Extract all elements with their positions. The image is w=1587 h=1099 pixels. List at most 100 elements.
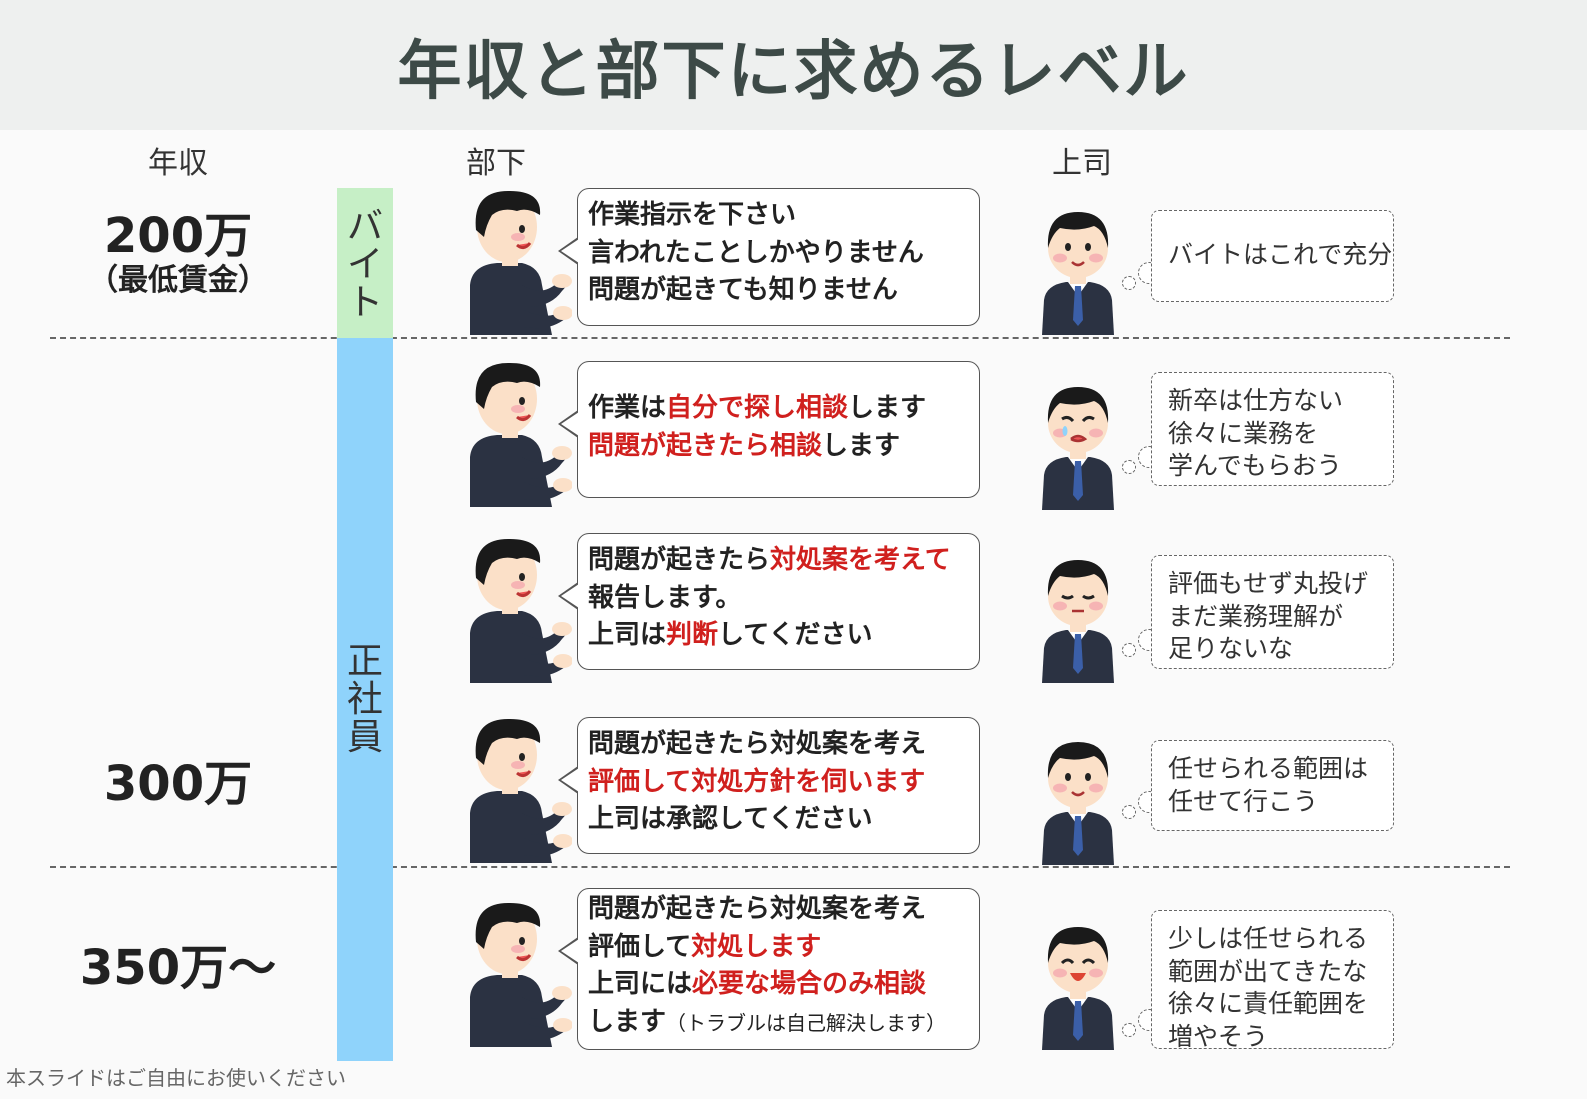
subordinate-speech-bubble: 問題が起きたら対処案を考えて報告します。上司は判断してください bbox=[558, 533, 980, 670]
band-part-time: バイト bbox=[337, 188, 393, 338]
speech-text: 問題が起きたら対処案を考え bbox=[588, 894, 927, 924]
band-full-time: 正社員 bbox=[337, 338, 393, 1061]
speech-text: します bbox=[822, 430, 901, 461]
band-char: 正 bbox=[346, 641, 383, 682]
footer-note: 本スライドはご自由にお使いください bbox=[6, 1066, 346, 1090]
subordinate-speech-bubble: 問題が起きたら対処案を考え評価して対処します上司には必要な場合のみ相談します（ト… bbox=[558, 888, 980, 1050]
speech-text: します bbox=[588, 1007, 667, 1038]
speech-text: します bbox=[848, 393, 927, 423]
boss-illustration bbox=[1038, 730, 1118, 865]
page-title: 年収と部下に求めるレベル bbox=[397, 35, 1190, 109]
speech-text: 作業指示を下さい bbox=[588, 200, 797, 230]
speech-text: 問題が起きても知りません bbox=[588, 275, 898, 306]
boss-illustration bbox=[1038, 200, 1118, 335]
speech-text: 言われたことしかやりません bbox=[588, 237, 924, 268]
title-band bbox=[0, 0, 1587, 130]
speech-line: 評価して対処します bbox=[588, 929, 969, 967]
speech-line: 報告します。 bbox=[588, 580, 969, 618]
highlight-text: 問題が起きたら相談 bbox=[588, 430, 823, 461]
speech-text: （トラブルは自己解決します） bbox=[666, 1011, 947, 1036]
subordinate-illustration bbox=[462, 185, 573, 335]
subordinate-illustration bbox=[462, 897, 573, 1047]
speech-text: 評価して bbox=[588, 931, 692, 962]
thought-line: バイトはこれで充分 bbox=[1168, 240, 1393, 269]
boss-thought-bubble: 評価もせず丸投げまだ業務理解が足りないな bbox=[1151, 555, 1394, 669]
highlight-text: 自分で探し相談 bbox=[666, 393, 849, 423]
subordinate-speech-bubble: 作業は自分で探し相談します問題が起きたら相談します bbox=[558, 361, 980, 498]
speech-text: 上司は承認してください bbox=[588, 804, 873, 835]
speech-text: 上司は bbox=[588, 620, 667, 651]
thought-line: 任せられる範囲は bbox=[1168, 754, 1369, 783]
speech-line: 言われたことしかやりません bbox=[588, 235, 969, 273]
row-separator bbox=[50, 337, 1510, 339]
salary-amount: 300万 bbox=[103, 756, 253, 812]
thought-cloud-dot bbox=[1122, 805, 1136, 819]
boss-illustration bbox=[1038, 915, 1118, 1050]
band-char: ト bbox=[346, 281, 383, 323]
highlight-text: 必要な場合のみ相談 bbox=[692, 969, 927, 1000]
thought-line: 増やそう bbox=[1168, 1021, 1269, 1051]
speech-line: 問題が起きたら対処案を考えて bbox=[588, 542, 969, 580]
boss-thought-bubble: 少しは任せられる範囲が出てきたな徐々に責任範囲を増やそう bbox=[1151, 910, 1394, 1051]
thought-line: 新卒は仕方ない bbox=[1168, 386, 1344, 415]
speech-text: 作業は bbox=[588, 393, 667, 423]
header-salary: 年収 bbox=[148, 146, 208, 181]
speech-line: します（トラブルは自己解決します） bbox=[588, 1004, 969, 1042]
header-boss: 上司 bbox=[1052, 146, 1112, 181]
salary-300: 300万 bbox=[48, 758, 308, 811]
salary-350: 350万〜 bbox=[48, 942, 308, 995]
speech-line: 上司は承認してください bbox=[588, 801, 969, 839]
subordinate-speech-bubble: 作業指示を下さい言われたことしかやりません問題が起きても知りません bbox=[558, 188, 980, 326]
salary-amount: 200万 bbox=[103, 208, 253, 264]
subordinate-speech-bubble: 問題が起きたら対処案を考え評価して対処方針を伺います上司は承認してください bbox=[558, 717, 980, 854]
highlight-text: 対処します bbox=[691, 931, 822, 962]
speech-text: 問題が起きたら対処案を考え bbox=[588, 729, 927, 759]
thought-cloud-dot bbox=[1122, 1023, 1136, 1037]
thought-line: 任せて行こう bbox=[1168, 786, 1319, 816]
band-char: イ bbox=[346, 243, 383, 285]
row-separator bbox=[50, 866, 1510, 868]
band-label-full-time: 正社員 bbox=[337, 643, 393, 756]
speech-line: 作業指示を下さい bbox=[588, 197, 969, 235]
speech-line: 問題が起きたら対処案を考え bbox=[588, 726, 969, 764]
subordinate-illustration bbox=[462, 533, 573, 683]
boss-illustration bbox=[1038, 548, 1118, 683]
boss-thought-bubble: バイトはこれで充分 bbox=[1151, 210, 1394, 302]
speech-text: してください bbox=[718, 620, 873, 651]
thought-cloud-dot bbox=[1122, 643, 1136, 657]
speech-line: 問題が起きても知りません bbox=[588, 272, 969, 310]
salary-200: 200万 （最低賃金） bbox=[48, 210, 308, 299]
thought-line: 徐々に責任範囲を bbox=[1168, 989, 1369, 1018]
speech-line: 評価して対処方針を伺います bbox=[588, 764, 969, 802]
boss-thought-bubble: 新卒は仕方ない徐々に業務を学んでもらおう bbox=[1151, 372, 1394, 486]
highlight-text: 対処案を考えて bbox=[770, 545, 951, 575]
band-char: バ bbox=[346, 206, 383, 247]
speech-text: 上司には bbox=[588, 969, 693, 1000]
band-char: 員 bbox=[346, 716, 383, 758]
speech-line: 上司は判断してください bbox=[588, 617, 969, 655]
speech-text: 報告します。 bbox=[588, 582, 742, 613]
subordinate-illustration bbox=[462, 713, 573, 863]
thought-line: 学んでもらおう bbox=[1168, 451, 1342, 480]
speech-text: 問題が起きたら bbox=[588, 545, 771, 575]
salary-note: （最低賃金） bbox=[88, 262, 268, 298]
speech-line: 上司には必要な場合のみ相談 bbox=[588, 966, 969, 1004]
boss-illustration bbox=[1038, 375, 1118, 510]
highlight-text: 判断 bbox=[666, 620, 719, 651]
salary-amount: 350万〜 bbox=[79, 940, 277, 996]
band-label-part-time: バイト bbox=[337, 208, 393, 321]
thought-line: 範囲が出てきたな bbox=[1168, 956, 1368, 986]
header-subordinate: 部下 bbox=[466, 146, 526, 181]
thought-line: 徐々に業務を bbox=[1168, 418, 1319, 448]
thought-line: 評価もせず丸投げ bbox=[1168, 569, 1369, 598]
band-char: 社 bbox=[346, 678, 383, 720]
boss-thought-bubble: 任せられる範囲は任せて行こう bbox=[1151, 740, 1394, 831]
speech-line: 作業は自分で探し相談します bbox=[588, 390, 969, 428]
subordinate-illustration bbox=[462, 357, 573, 507]
thought-cloud-dot bbox=[1122, 460, 1136, 474]
thought-line: 少しは任せられる bbox=[1168, 924, 1369, 953]
thought-line: まだ業務理解が bbox=[1168, 601, 1344, 631]
speech-line: 問題が起きたら対処案を考え bbox=[588, 891, 969, 929]
highlight-text: 評価して対処方針を伺います bbox=[588, 766, 926, 797]
thought-cloud-dot bbox=[1122, 276, 1136, 290]
